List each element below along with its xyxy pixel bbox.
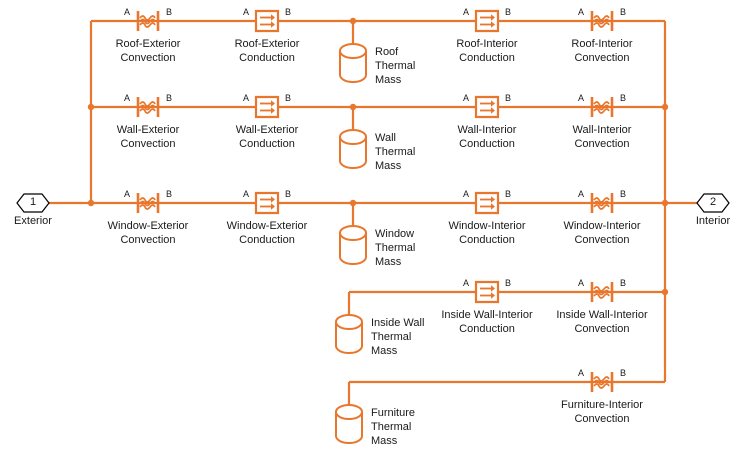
port-letter-b-wall-1: B [285,93,292,103]
block-label-wall-1: Wall-Exterior Conduction [235,124,299,150]
port-letter-a-roof-0: A [124,7,131,17]
block-label-roof-3: Roof-Interior Conduction [456,38,518,64]
convection-icon-roof-0[interactable] [133,9,163,33]
block-label-wall-3: Wall-Interior Conduction [457,124,517,150]
conduction-icon-wall-1[interactable] [253,95,281,119]
block-label-furniture-0: Furniture Thermal Mass [371,407,416,447]
block-label-wall-2: Wall Thermal Mass [375,132,416,172]
port-interior-label: Interior [695,215,731,227]
thermal-mass-icon-wall-2[interactable] [337,129,369,169]
port-letter-b-window-3: B [505,189,512,199]
junction-dot [87,103,95,111]
block-label-window-2: Window Thermal Mass [375,228,416,268]
block-label-inside-wall-2: Inside Wall-Interior Convection [556,309,648,335]
conduction-icon-inside-wall-1[interactable] [473,280,501,304]
port-letter-a-wall-4: A [578,93,585,103]
conduction-icon-roof-3[interactable] [473,9,501,33]
junction-dot [661,288,669,296]
port-letter-a-inside-wall-2: A [578,278,585,288]
port-letter-a-roof-3: A [463,7,470,17]
junction-dot [87,199,95,207]
port-letter-b-window-1: B [285,189,292,199]
convection-icon-window-4[interactable] [587,191,617,215]
junction-dot [349,17,357,25]
port-letter-b-roof-3: B [505,7,512,17]
port-letter-a-window-3: A [463,189,470,199]
block-label-window-1: Window-Exterior Conduction [226,220,308,246]
port-letter-a-window-0: A [124,189,131,199]
convection-icon-wall-0[interactable] [133,95,163,119]
port-letter-b-wall-4: B [620,93,627,103]
block-label-roof-1: Roof-Exterior Conduction [234,38,300,64]
port-letter-a-window-1: A [243,189,250,199]
port-letter-b-roof-0: B [166,7,173,17]
block-label-inside-wall-0: Inside Wall Thermal Mass [371,317,425,357]
conduction-icon-window-1[interactable] [253,191,281,215]
port-letter-a-inside-wall-1: A [463,278,470,288]
port-letter-b-inside-wall-2: B [620,278,627,288]
block-label-furniture-1: Furniture-Interior Convection [561,399,643,425]
port-interior-icon[interactable] [696,193,730,213]
thermal-mass-icon-roof-2[interactable] [337,43,369,83]
convection-icon-roof-4[interactable] [587,9,617,33]
block-label-roof-0: Roof-Exterior Convection [115,38,181,64]
port-letter-b-wall-0: B [166,93,173,103]
conduction-icon-wall-3[interactable] [473,95,501,119]
block-label-wall-0: Wall-Exterior Convection [116,124,180,150]
port-letter-b-inside-wall-1: B [505,278,512,288]
block-label-roof-2: Roof Thermal Mass [375,46,416,86]
port-exterior-icon[interactable] [16,193,50,213]
port-letter-b-roof-4: B [620,7,627,17]
thermal-mass-icon-inside-wall-0[interactable] [333,314,365,354]
thermal-mass-icon-window-2[interactable] [337,225,369,265]
block-label-window-3: Window-Interior Conduction [448,220,526,246]
junction-dot [349,103,357,111]
junction-dot [661,103,669,111]
port-letter-a-window-4: A [578,189,585,199]
port-exterior-number: 1 [29,196,37,208]
conduction-icon-roof-1[interactable] [253,9,281,33]
junction-dot [661,199,669,207]
junction-dots [87,17,669,296]
port-letter-a-roof-4: A [578,7,585,17]
block-label-window-4: Window-Interior Convection [563,220,641,246]
port-letter-b-furniture-1: B [620,368,627,378]
port-letter-b-window-0: B [166,189,173,199]
port-letter-b-window-4: B [620,189,627,199]
port-letter-b-roof-1: B [285,7,292,17]
port-letter-a-roof-1: A [243,7,250,17]
convection-icon-furniture-1[interactable] [587,370,617,394]
port-exterior-label: Exterior [14,215,52,227]
port-letter-a-furniture-1: A [578,368,585,378]
port-letter-a-wall-0: A [124,93,131,103]
convection-icon-inside-wall-2[interactable] [587,280,617,304]
convection-icon-wall-4[interactable] [587,95,617,119]
junction-dot [349,199,357,207]
thermal-mass-icon-furniture-0[interactable] [333,404,365,444]
port-letter-b-wall-3: B [505,93,512,103]
port-interior-number: 2 [709,196,717,208]
convection-icon-window-0[interactable] [133,191,163,215]
block-label-window-0: Window-Exterior Convection [107,220,189,246]
block-label-roof-4: Roof-Interior Convection [571,38,633,64]
block-label-inside-wall-1: Inside Wall-Interior Conduction [441,309,533,335]
block-label-wall-4: Wall-Interior Convection [572,124,632,150]
port-letter-a-wall-1: A [243,93,250,103]
port-letter-a-wall-3: A [463,93,470,103]
conduction-icon-window-3[interactable] [473,191,501,215]
